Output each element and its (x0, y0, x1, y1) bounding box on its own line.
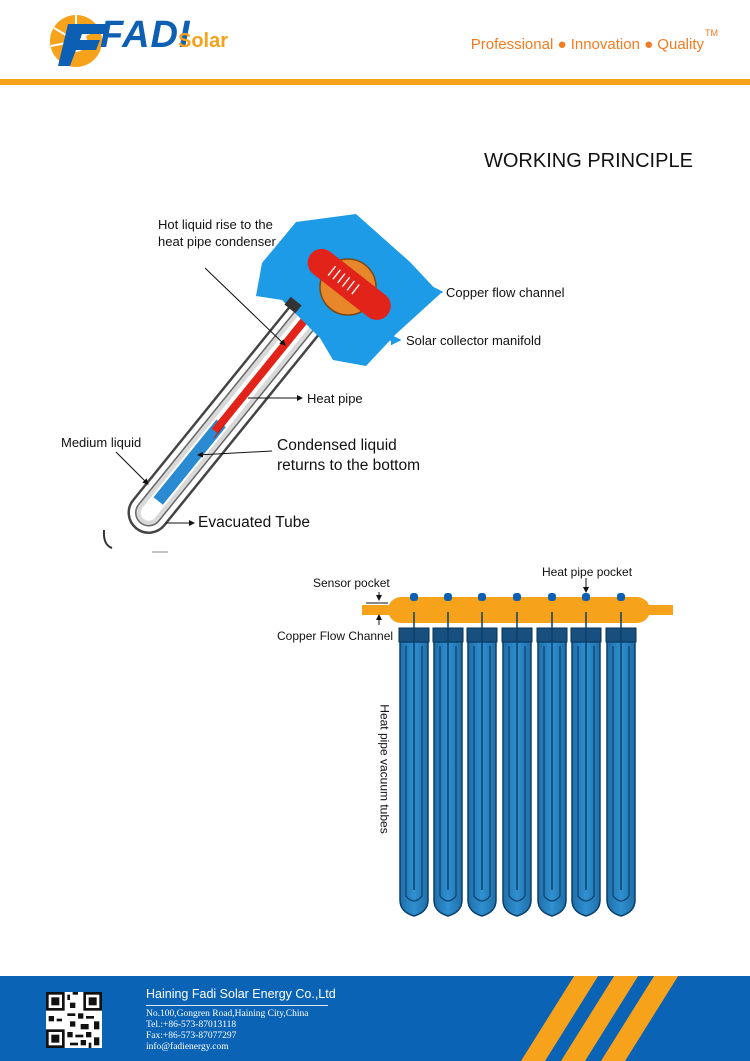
solar-collector-manifold-drawing (256, 214, 440, 366)
page-footer: Haining Fadi Solar Energy Co.,Ltd No.100… (0, 976, 750, 1061)
label-sensor-pocket: Sensor pocket (313, 576, 390, 590)
label-vacuum-tubes: Heat pipe vacuum tubes (377, 704, 392, 834)
page-title: WORKING PRINCIPLE (484, 150, 693, 172)
vacuum-tube (501, 593, 533, 917)
label-copper-flow-channel-array: Copper Flow Channel (277, 629, 394, 643)
vacuum-tube (605, 593, 637, 917)
company-address: No.100,Gongren Road,Haining City,China (146, 1009, 309, 1019)
label-solar-collector-manifold: Solar collector manifold (406, 333, 542, 348)
company-fax: Fax:+86-573-87077297 (146, 1031, 237, 1041)
vacuum-tube (570, 593, 602, 917)
vacuum-tube (432, 593, 464, 917)
company-name: Haining Fadi Solar Energy Co.,Ltd (146, 987, 336, 1001)
qr-code-icon (46, 992, 102, 1048)
label-copper-flow-channel: Copper flow channel (446, 285, 565, 300)
evacuated-tube-drawing (102, 263, 355, 549)
label-condensed-liquid-2: returns to the bottom (277, 457, 421, 474)
vacuum-tube (536, 593, 568, 917)
fadi-solar-logo (50, 15, 108, 67)
label-condensed-liquid-1: Condensed liquid (277, 437, 397, 454)
company-divider (146, 1005, 328, 1006)
working-principle-diagram (102, 214, 673, 917)
company-email: info@fadienergy.com (146, 1042, 229, 1052)
tagline: Professional ● Innovation ● Quality (470, 36, 704, 53)
label-heat-pipe-pocket: Heat pipe pocket (542, 565, 633, 579)
logo-solar-text: Solar (178, 30, 229, 52)
label-hot-liquid-2: heat pipe condenser (158, 234, 276, 249)
label-medium-liquid: Medium liquid (61, 435, 142, 450)
header-divider (0, 79, 750, 85)
copper-flow-channel-drawing (362, 597, 673, 623)
trademark-mark: TM (705, 28, 718, 38)
page-header: FADI Solar Professional ● Innovation ● Q… (0, 0, 750, 85)
company-tel: Tel.:+86-573-87013118 (146, 1020, 237, 1030)
label-heat-pipe: Heat pipe (307, 391, 363, 406)
vacuum-tube-array (398, 593, 637, 917)
label-evacuated-tube: Evacuated Tube (198, 514, 311, 531)
vacuum-tube (398, 593, 430, 917)
logo-wordmark: FADI (100, 14, 191, 56)
vacuum-tube (466, 593, 498, 917)
label-hot-liquid-1: Hot liquid rise to the (158, 217, 273, 232)
